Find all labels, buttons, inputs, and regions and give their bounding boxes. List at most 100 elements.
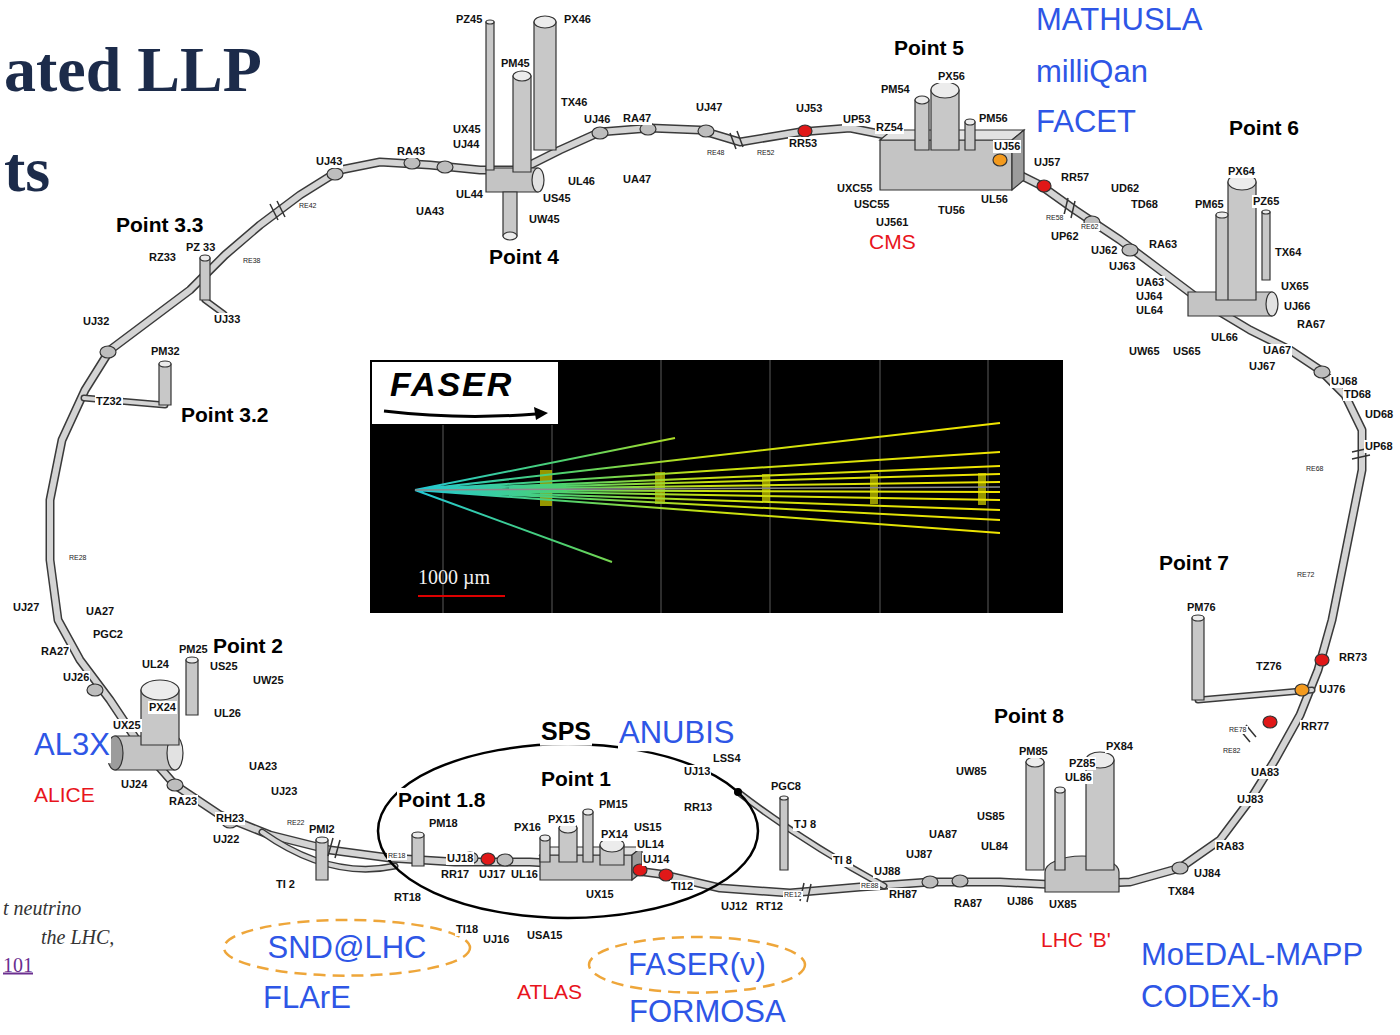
label-anchor: ALICE xyxy=(33,783,96,807)
cavern-label: TI18 xyxy=(455,923,479,936)
detector-label: ALICE xyxy=(33,783,96,807)
cavern-label: US45 xyxy=(542,192,572,205)
cavern-label: UJ13 xyxy=(683,765,711,778)
experiment-label: milliQan xyxy=(1035,54,1149,90)
cavern-label: UJ44 xyxy=(452,138,480,151)
cavern-label: UJ86 xyxy=(1006,895,1034,908)
label-anchor: UJ561 xyxy=(875,212,909,230)
cavern-label: UJ22 xyxy=(212,833,240,846)
label-anchor: Point 3.3 xyxy=(115,213,205,237)
label-anchor: UJ63 xyxy=(1108,256,1136,274)
label-anchor: UJ57 xyxy=(1033,152,1061,170)
cavern-label: RR57 xyxy=(1060,171,1090,184)
point-label: Point 7 xyxy=(1158,551,1230,575)
label-anchor: UJ24 xyxy=(120,774,148,792)
cavern-label: PM56 xyxy=(978,112,1009,125)
label-anchor: UJ88 xyxy=(873,861,901,879)
label-anchor: PM54 xyxy=(880,79,911,97)
label-anchor: PX14 xyxy=(600,824,629,842)
cavern-label: PGC2 xyxy=(92,628,124,641)
label-anchor: UJ67 xyxy=(1248,356,1276,374)
label-anchor: PX24 xyxy=(148,697,177,715)
label-anchor: TX84 xyxy=(1167,881,1195,899)
scale-bar xyxy=(418,595,505,597)
label-anchor: Point 2 xyxy=(212,634,284,658)
label-anchor: PZ45 xyxy=(455,9,483,27)
cavern-label: UJ23 xyxy=(270,785,298,798)
label-anchor: RT12 xyxy=(755,896,784,914)
label-anchor: UL84 xyxy=(980,836,1009,854)
marker-label: RE82 xyxy=(1222,747,1242,755)
label-anchor: PX16 xyxy=(513,817,542,835)
cavern-label: UJ16 xyxy=(482,933,510,946)
label-anchor: UJ46 xyxy=(583,109,611,127)
experiment-label: MATHUSLA xyxy=(1035,2,1204,38)
label-anchor: ANUBIS xyxy=(618,715,735,751)
cavern-label: UJ53 xyxy=(795,102,823,115)
label-anchor: RH87 xyxy=(888,884,918,902)
cavern-label: UX65 xyxy=(1280,280,1310,293)
label-anchor: UA43 xyxy=(415,201,445,219)
label-anchor: CODEX-b xyxy=(1140,979,1280,1015)
cavern-label: TI12 xyxy=(670,880,694,893)
label-anchor: PZ85 xyxy=(1068,753,1096,771)
point-label: Point 8 xyxy=(993,704,1065,728)
cavern-label: TU56 xyxy=(937,204,966,217)
detector-label: ATLAS xyxy=(516,980,583,1004)
cavern-label: PMI2 xyxy=(308,823,336,836)
label-anchor: 101 xyxy=(2,954,34,977)
label-anchor: TI12 xyxy=(670,876,694,894)
cavern-label: PX14 xyxy=(600,828,629,841)
cavern-label: UJ18 xyxy=(446,852,474,865)
experiment-label: FACET xyxy=(1035,104,1137,140)
label-anchor: UJ47 xyxy=(695,97,723,115)
label-anchor: PM85 xyxy=(1018,741,1049,759)
label-anchor: US65 xyxy=(1172,341,1202,359)
label-anchor: UX85 xyxy=(1048,894,1078,912)
cavern-label: UJ17 xyxy=(478,868,506,881)
dashed-ellipse xyxy=(224,920,470,976)
label-anchor: TD68 xyxy=(1130,194,1159,212)
label-anchor: UJ14 xyxy=(642,849,670,867)
label-anchor: PGC8 xyxy=(770,776,802,794)
label-anchor: UJ44 xyxy=(452,134,480,152)
cavern-label: UD62 xyxy=(1110,182,1140,195)
event-display-ground xyxy=(370,360,1063,613)
cavern-label: TZ32 xyxy=(95,395,123,408)
label-anchor: UJ66 xyxy=(1283,296,1311,314)
experiment-label: FASER(ν) xyxy=(628,947,766,983)
marker-label: RE72 xyxy=(1296,571,1316,579)
cavern-label: RZ54 xyxy=(875,121,904,134)
label-anchor: RE58 xyxy=(1045,206,1065,224)
label-anchor: UP53 xyxy=(842,109,872,127)
cavern-label: UL16 xyxy=(510,868,539,881)
label-anchor: UJ26 xyxy=(62,667,90,685)
marker-label: RE38 xyxy=(242,257,262,265)
label-anchor: PX15 xyxy=(547,809,576,827)
logo-text: FASER xyxy=(390,364,1063,404)
label-anchor: UJ23 xyxy=(270,781,298,799)
label-anchor: TI 8 xyxy=(832,850,853,868)
label-anchor: TX64 xyxy=(1274,242,1302,260)
cavern-label: PM65 xyxy=(1194,198,1225,211)
label-anchor: RE42 xyxy=(298,194,318,212)
label-anchor: RT18 xyxy=(393,887,422,905)
label-anchor: UL86 xyxy=(1064,767,1093,785)
detector-label: LHC 'B' xyxy=(1040,928,1112,952)
label-anchor: UL46 xyxy=(567,171,596,189)
event-display-beam xyxy=(415,487,1000,490)
label-anchor: RE18 xyxy=(387,844,407,862)
label-anchor: SPS xyxy=(540,717,592,746)
accelerator-label: SPS xyxy=(540,717,592,746)
label-anchor: UJ87 xyxy=(905,844,933,862)
cavern-label: PZ45 xyxy=(455,13,483,26)
cavern-label: UA83 xyxy=(1250,766,1280,779)
label-anchor: PX46 xyxy=(563,9,592,27)
label-anchor: the LHC, xyxy=(40,926,115,949)
label-anchor: TI18 xyxy=(455,919,479,937)
cavern-label: US65 xyxy=(1172,345,1202,358)
label-anchor: PM25 xyxy=(178,639,209,657)
cavern-label: RH23 xyxy=(215,812,245,825)
cavern-label: UL26 xyxy=(213,707,242,720)
point-label: Point 2 xyxy=(212,634,284,658)
